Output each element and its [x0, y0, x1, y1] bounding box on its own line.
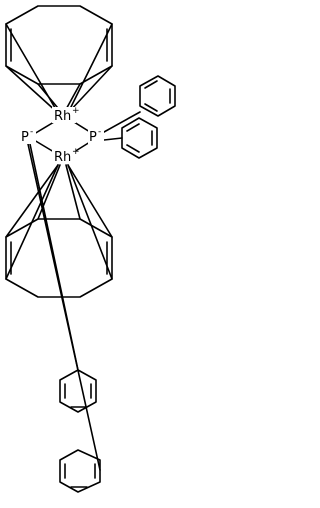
p-right-charge: -	[98, 127, 101, 137]
phenyl-ring-lower-2	[59, 449, 101, 493]
p-left-symbol: P	[21, 130, 29, 145]
rh-bottom-symbol: Rh	[54, 150, 71, 165]
atom-p-right: P -	[88, 127, 104, 145]
rh-p-core-bonds	[33, 121, 91, 153]
phenyl-ring-lower-1	[59, 369, 97, 413]
molecule-diagram: Rh + Rh + P - P -	[5, 5, 176, 493]
atom-rh-top: Rh +	[52, 106, 80, 124]
atom-p-left: P -	[20, 127, 36, 145]
rh-top-charge: +	[72, 106, 80, 116]
right-p-phenyl-bonds	[103, 111, 141, 141]
left-p-phenyl-bonds	[27, 143, 101, 471]
phenyl-ring-upper-right	[139, 75, 176, 117]
rh-bottom-charge: +	[72, 147, 80, 157]
top-ring-coordination-bonds	[5, 23, 113, 114]
rh-top-symbol: Rh	[54, 109, 71, 124]
phenyl-ring-right	[121, 117, 158, 159]
p-right-symbol: P	[89, 130, 97, 145]
top-cyclooctadiene-ring	[5, 5, 113, 85]
bottom-ring-coordination-bonds	[5, 164, 113, 280]
structure-svg: Rh + Rh + P - P -	[5, 5, 176, 493]
p-left-charge: -	[30, 127, 33, 137]
atom-rh-bottom: Rh +	[52, 147, 80, 165]
